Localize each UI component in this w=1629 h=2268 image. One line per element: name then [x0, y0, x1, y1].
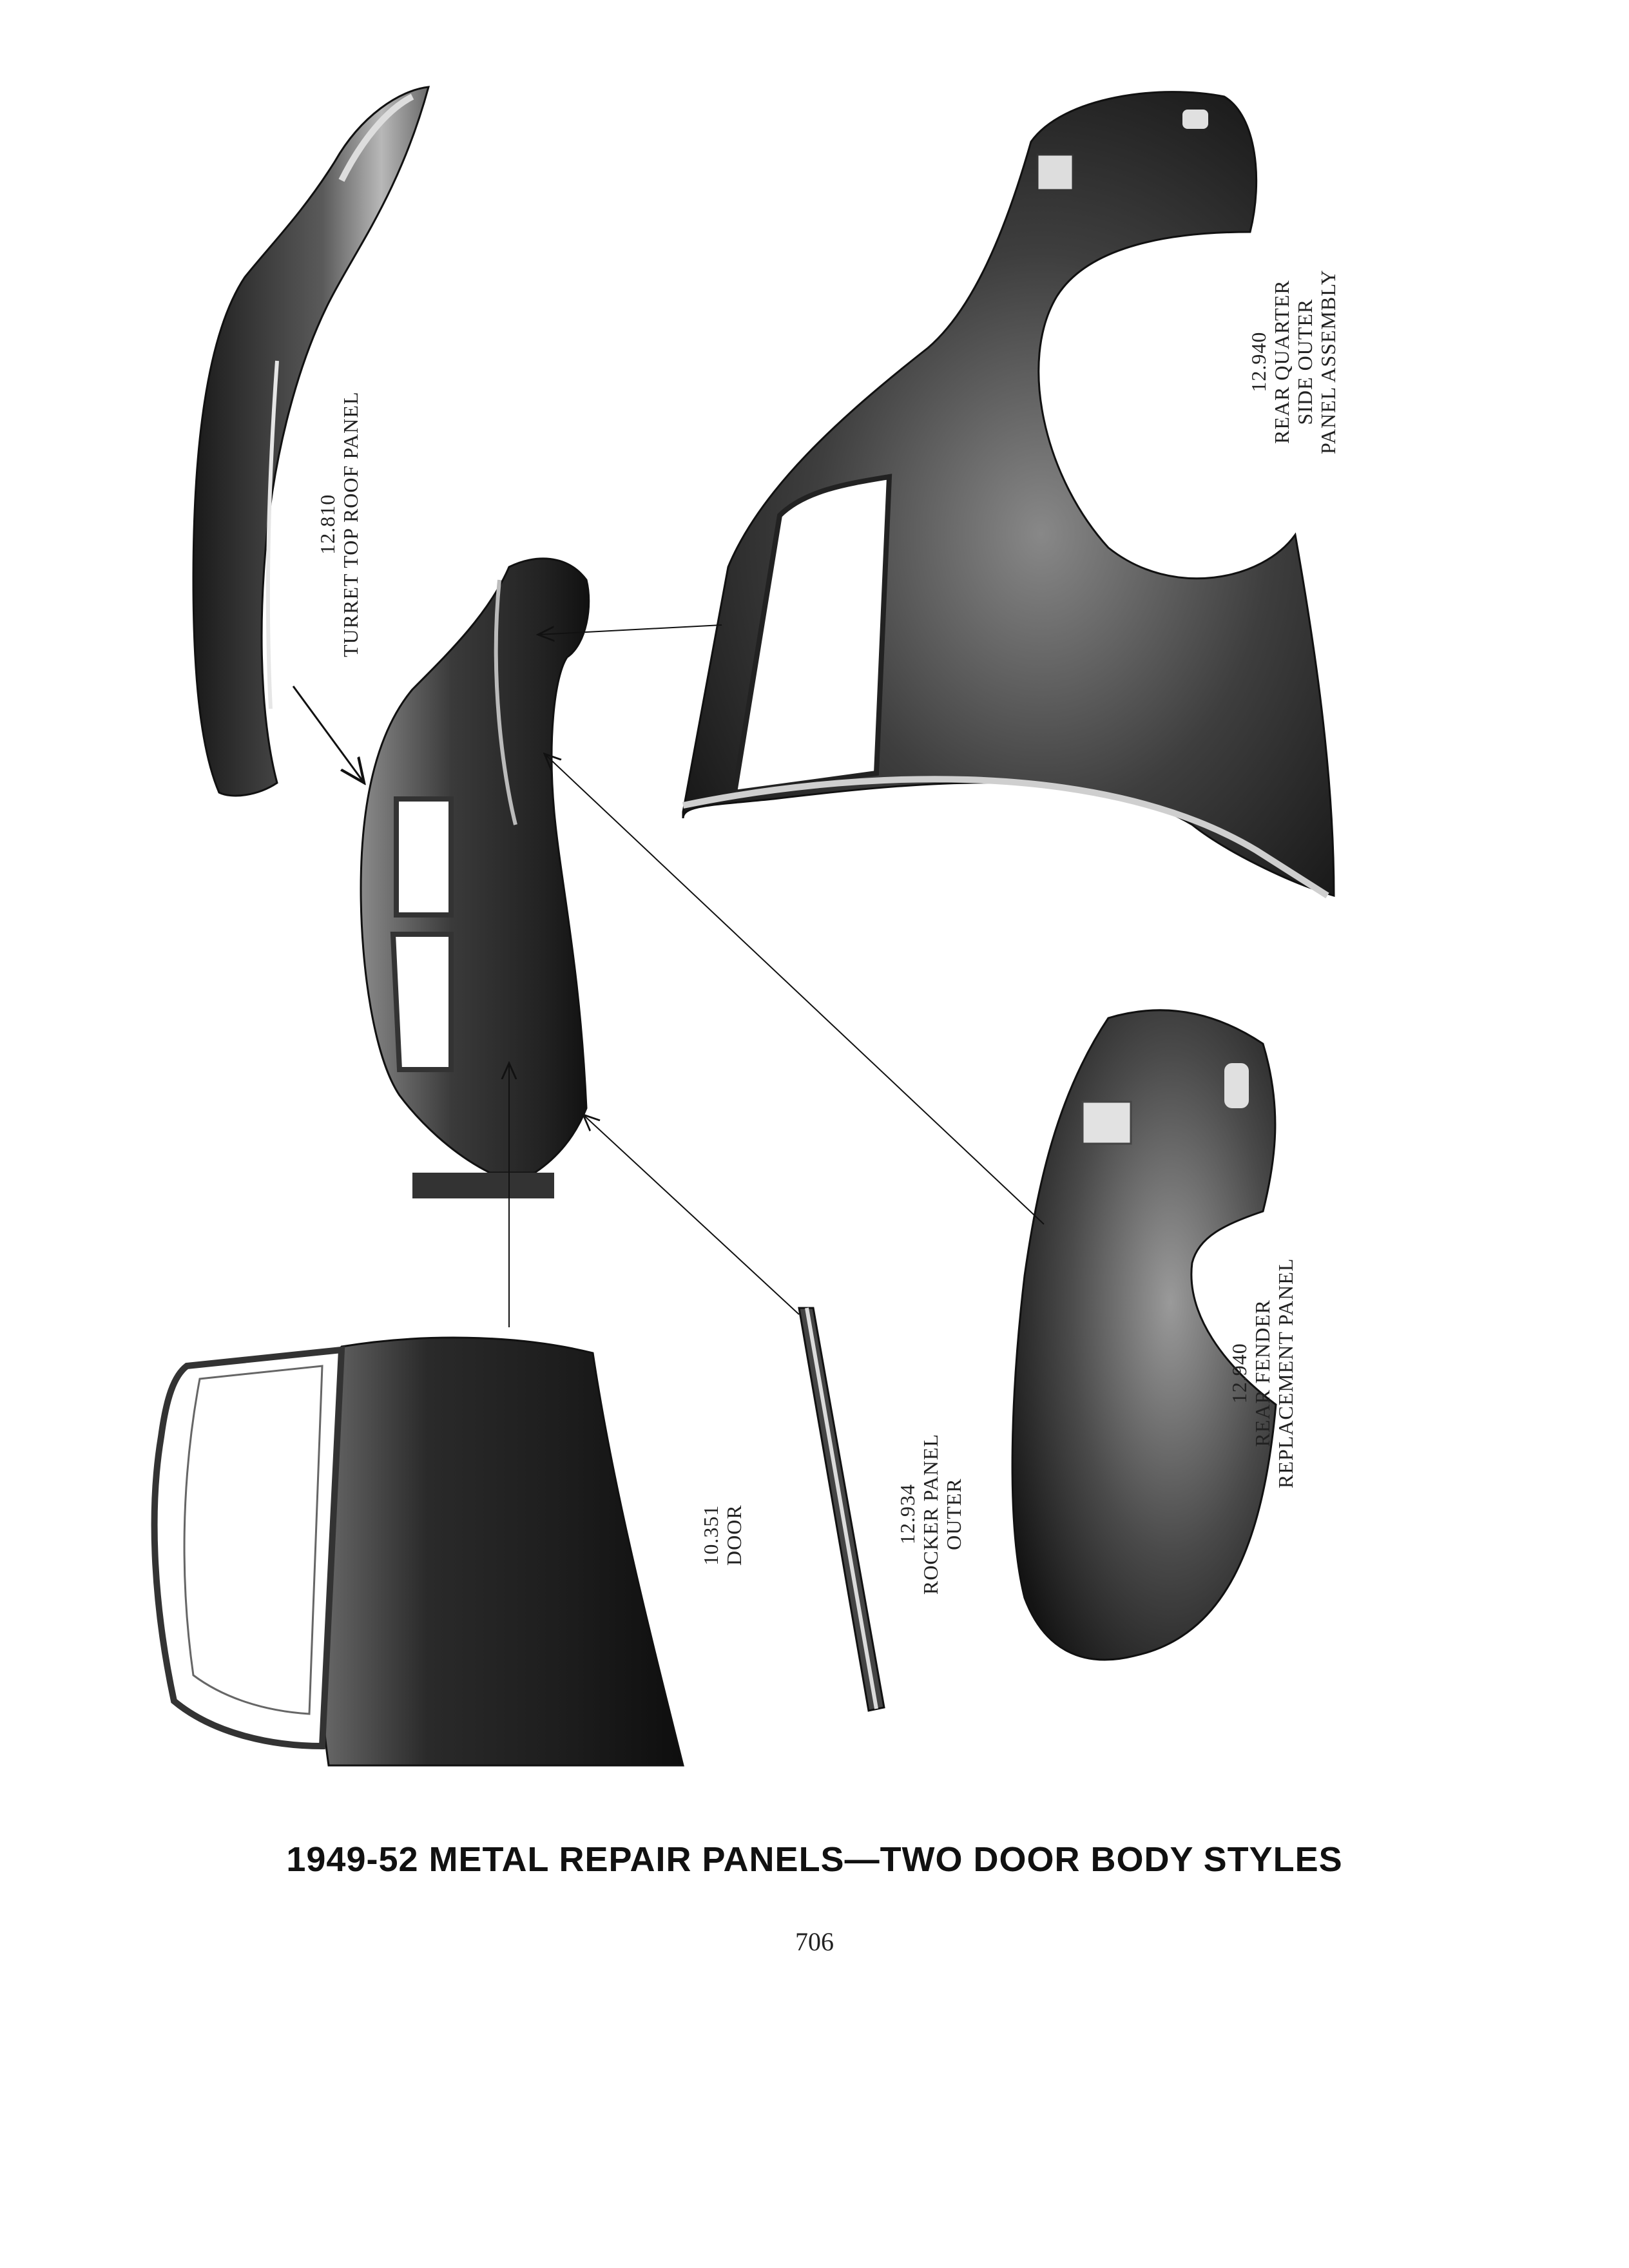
page-number: 706 [795, 1927, 834, 1956]
rear-quarter-panel-number: 12.940 [1247, 331, 1270, 392]
rocker-panel-line-2: OUTER [942, 1478, 965, 1550]
rear-fender-panel-number: 12.940 [1228, 1343, 1251, 1404]
rear-quarter-panel-line-2: SIDE OUTER [1293, 298, 1316, 425]
turret-top-roof-panel-image [192, 86, 430, 797]
turret-top-roof-panel-name: TURRET TOP ROOF PANEL [339, 391, 362, 658]
rear-quarter-panel-label: 12.940 REAR QUARTER SIDE OUTER PANEL ASS… [1247, 269, 1340, 454]
rear-fender-panel-line-1: REAR FENDER [1251, 1299, 1274, 1447]
turret-top-roof-panel-number: 12.810 [316, 494, 339, 555]
door-image [151, 1336, 684, 1767]
rocker-panel-label: 12.934 ROCKER PANEL OUTER [896, 1434, 965, 1595]
rear-fender-panel-line-2: REPLACEMENT PANEL [1274, 1258, 1297, 1488]
door-number: 10.351 [699, 1504, 722, 1566]
rear-quarter-panel-image [682, 91, 1335, 899]
door-name: DOOR [722, 1504, 746, 1566]
rocker-panel-line-1: ROCKER PANEL [919, 1434, 942, 1595]
arrows [292, 624, 1045, 1327]
rear-fender-panel-label: 12.940 REAR FENDER REPLACEMENT PANEL [1228, 1258, 1297, 1488]
door-label: 10.351 DOOR [699, 1504, 746, 1566]
body-shell-image [360, 557, 590, 1198]
turret-top-roof-panel-label: 12.810 TURRET TOP ROOF PANEL [316, 392, 362, 658]
figure-caption: 1949-52 METAL REPAIR PANELS—TWO DOOR BOD… [286, 1840, 1343, 1879]
rocker-panel-number: 12.934 [896, 1484, 919, 1545]
rear-fender-panel-image [1011, 1009, 1277, 1661]
rear-quarter-panel-line-3: PANEL ASSEMBLY [1316, 269, 1340, 454]
rear-quarter-panel-line-1: REAR QUARTER [1270, 280, 1293, 444]
rocker-panel-image [798, 1307, 885, 1712]
